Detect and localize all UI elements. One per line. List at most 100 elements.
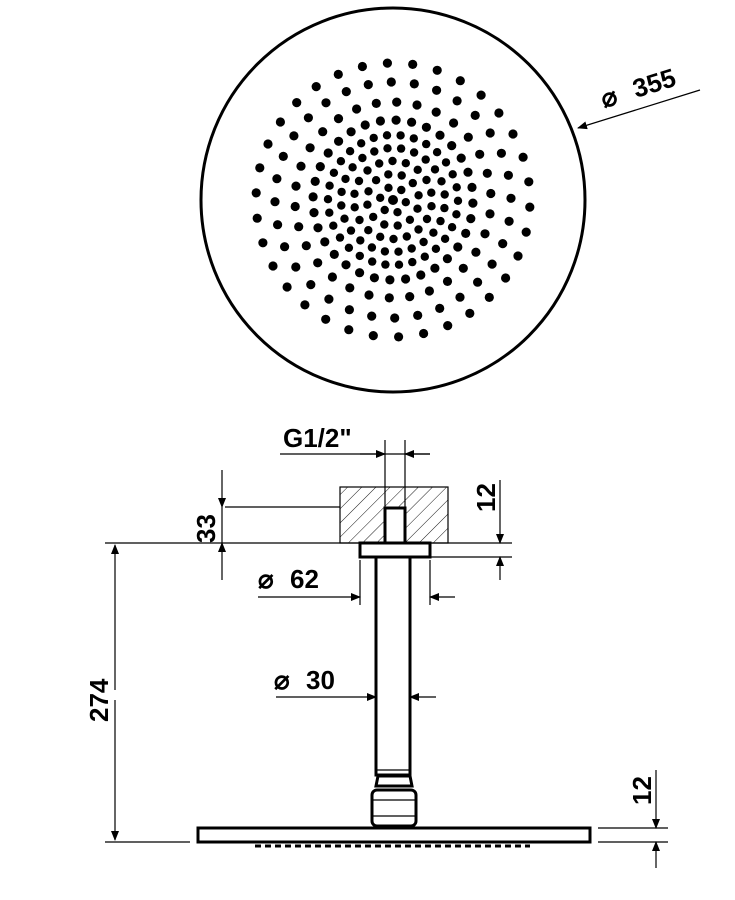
nozzle-dot [435, 130, 445, 140]
nozzle-dot [345, 147, 355, 156]
nozzle-dot [270, 197, 280, 207]
thread-label: G1/2" [283, 423, 352, 453]
nozzle-dot [305, 143, 315, 153]
nozzle-dot [470, 110, 480, 120]
nozzle-dot [452, 96, 462, 106]
nozzle-dot [275, 117, 285, 127]
nozzle-dot [432, 85, 442, 95]
nozzle-dot [368, 331, 378, 341]
nozzle-dot [388, 156, 397, 166]
nozzle-dot [518, 152, 528, 162]
nozzle-dot [413, 310, 423, 320]
nozzle-dot [355, 215, 364, 225]
nozzle-dot [355, 251, 364, 261]
nozzle-dot [504, 216, 514, 226]
nozzle-dot [452, 183, 461, 192]
nozzle-dot [369, 133, 378, 143]
nozzle-dot [432, 148, 442, 157]
nozzle-dot [315, 162, 325, 172]
nozzle-dot [278, 151, 288, 161]
nozzle-dot [397, 185, 406, 195]
arm-diameter-symbol: ⌀ [274, 665, 290, 695]
ceiling-flange [358, 541, 432, 559]
nozzle-dot [325, 208, 334, 217]
nozzle-dot [337, 187, 346, 197]
shower-head-plate [196, 826, 592, 844]
nozzle-dot [409, 79, 419, 89]
nozzle-dot [336, 157, 346, 166]
nozzle-dot [357, 61, 367, 72]
nozzle-dot [466, 214, 476, 224]
top-view: ⌀ 355 [199, 6, 701, 394]
nozzle-dot [301, 241, 311, 251]
nozzle-dot [471, 247, 481, 257]
nozzle-dot [333, 69, 343, 79]
nozzle-dot [409, 148, 419, 157]
nozzle-dot [508, 129, 518, 139]
flange-diameter-symbol: ⌀ [258, 564, 274, 594]
nozzle-dot [371, 98, 381, 108]
nozzle-dot [273, 220, 283, 230]
nozzle-dot [350, 203, 359, 212]
nozzle-dot [255, 163, 265, 173]
nozzle-dot [380, 220, 389, 229]
nozzle-dot [376, 232, 385, 241]
nozzle-dot [364, 290, 374, 300]
arm-length-value: 274 [84, 678, 114, 722]
nozzle-dot [440, 203, 449, 213]
nozzle-dot [407, 244, 416, 253]
nozzle-dot [371, 176, 381, 185]
diameter-355-symbol: ⌀ [597, 80, 621, 113]
nozzle-dot [486, 188, 496, 199]
ball-joint [370, 788, 418, 828]
nozzle-dot [429, 228, 438, 237]
nozzle-dot [335, 233, 345, 242]
nozzle-dot [467, 182, 477, 192]
nozzle-dot [390, 313, 400, 323]
nozzle-dot [292, 98, 302, 108]
nozzle-dot [401, 198, 410, 207]
nozzle-dot [384, 170, 393, 179]
nozzle-dot [258, 238, 268, 248]
nozzle-dot [422, 139, 431, 149]
nozzle-dot [296, 161, 306, 171]
shower-arm [374, 555, 412, 777]
nozzle-dot [430, 165, 440, 174]
nozzle-dot [475, 149, 485, 159]
nozzle-dot [329, 221, 338, 230]
nozzle-dot [443, 321, 453, 331]
nozzle-dot [506, 193, 516, 203]
connector-nut [374, 774, 414, 788]
nozzle-dot [435, 303, 445, 313]
nozzle-dot [308, 192, 318, 202]
nozzle-dot [524, 177, 534, 187]
nozzle-dot [341, 87, 351, 97]
nozzle-dot [252, 213, 262, 223]
nozzle-dot [388, 195, 398, 205]
nozzle-dot [525, 202, 535, 212]
nozzle-dot [329, 168, 339, 177]
nozzle-dot [364, 226, 373, 235]
nozzle-dot [440, 190, 449, 199]
flange-diameter-value: 62 [290, 564, 319, 594]
nozzle-dot [408, 59, 418, 69]
nozzle-dot [521, 227, 531, 237]
nozzle-dot [409, 134, 418, 143]
nozzle-dot [394, 260, 404, 269]
nozzle-dot [290, 201, 300, 212]
nozzle-dot [268, 261, 278, 271]
nozzle-dot [382, 58, 392, 68]
nozzle-dot [389, 234, 398, 244]
nozzle-dot [370, 147, 379, 156]
nozzle-dot [484, 292, 494, 302]
nozzle-dot [291, 181, 301, 191]
nozzle-dot [340, 214, 349, 223]
nozzle-dot [405, 215, 415, 224]
nozzle-dot [303, 113, 313, 123]
flange-diameter-dimension: ⌀ 62 [258, 560, 455, 605]
nozzle-dot [382, 131, 392, 140]
nozzle-dot [329, 249, 339, 259]
nozzle-dot [311, 82, 321, 92]
nozzle-dot [393, 208, 402, 217]
